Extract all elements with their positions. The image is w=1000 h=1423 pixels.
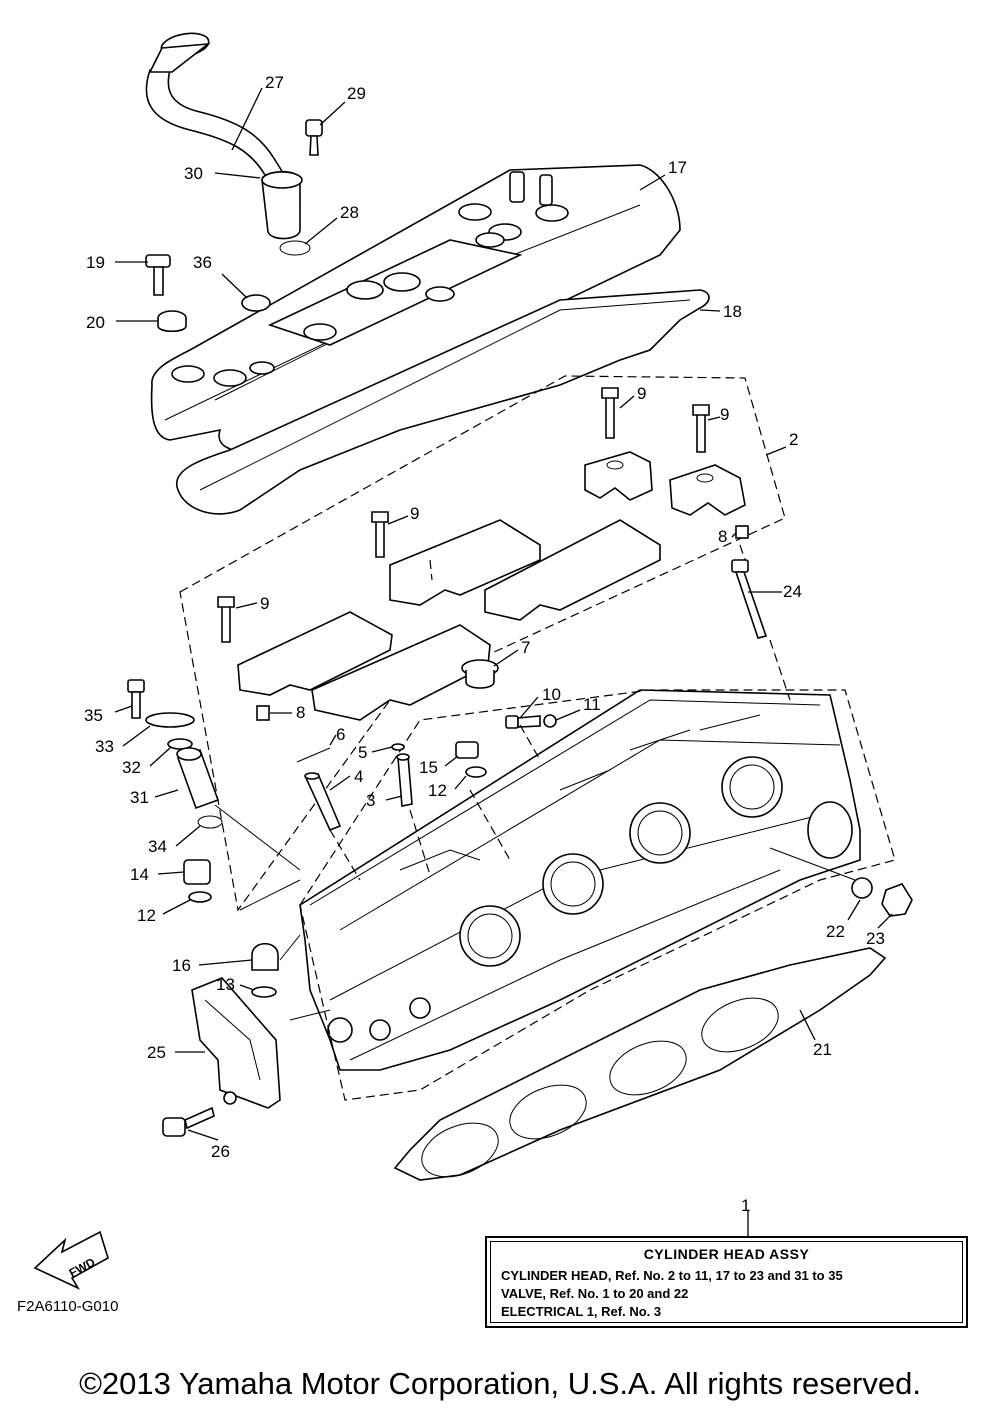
callout-21: 21: [813, 1040, 832, 1059]
nut-15: [455, 741, 479, 759]
bolt-29: [305, 119, 323, 156]
leader-lines: [114, 87, 893, 1236]
o-ring-28: [279, 240, 311, 256]
callout-36: 36: [193, 253, 212, 272]
valve-spring-6: [296, 747, 331, 763]
washer-12b: [188, 891, 212, 903]
callout-26: 26: [211, 1142, 230, 1161]
bolts-9: [217, 387, 710, 643]
gasket-32: [167, 738, 193, 750]
assembly-title: CYLINDER HEAD ASSY: [643, 1246, 810, 1262]
bracket-25: [191, 977, 281, 1109]
callout-20: 20: [86, 313, 105, 332]
callout-4: 4: [354, 767, 363, 786]
bolt-26: [162, 1106, 215, 1137]
assembly-info-inner: CYLINDER HEAD ASSY CYLINDER HEAD, Ref. N…: [490, 1241, 963, 1323]
head-gasket-21: [393, 947, 887, 1181]
callout-9a: 9: [637, 384, 646, 403]
plug-36: [241, 294, 271, 312]
dowel-8a: [735, 525, 749, 539]
callout-23: 23: [866, 929, 885, 948]
callout-16: 16: [172, 956, 191, 975]
breather-hose: [145, 32, 303, 240]
washer-12a: [465, 766, 487, 778]
callout-9c: 9: [410, 504, 419, 523]
callout-32: 32: [122, 758, 141, 777]
valve-guide-3: [396, 753, 413, 807]
callout-31: 31: [130, 788, 149, 807]
bolt-35: [127, 679, 145, 719]
callout-12b: 12: [137, 906, 156, 925]
callout-28: 28: [340, 203, 359, 222]
head-cover-gasket: [175, 289, 710, 515]
assembly-line-valve: VALVE, Ref. No. 1 to 20 and 22: [501, 1286, 689, 1301]
callout-9b: 9: [720, 405, 729, 424]
callout-12a: 12: [428, 781, 447, 800]
callout-10: 10: [542, 685, 561, 704]
assembly-line-electrical: ELECTRICAL 1, Ref. No. 3: [501, 1304, 662, 1319]
bolt-19: [145, 254, 171, 296]
callout-11: 11: [583, 695, 601, 714]
callout-27: 27: [265, 73, 284, 92]
camshaft-cap-right-1: [584, 451, 653, 501]
washer-13: [251, 986, 277, 998]
callout-13: 13: [216, 975, 235, 994]
copyright-notice: ©2013 Yamaha Motor Corporation, U.S.A. A…: [79, 1366, 921, 1401]
dowel-8b: [256, 705, 270, 721]
o-ring-34: [197, 815, 223, 829]
callout-6: 6: [336, 725, 345, 744]
callout-24: 24: [783, 582, 802, 601]
stud-bolt-10: [505, 715, 541, 729]
callout-15: 15: [419, 758, 438, 777]
callout-25: 25: [147, 1043, 166, 1062]
washer-11: [543, 714, 557, 728]
camshaft-cap-middle: [389, 519, 661, 621]
camshaft-cap-right-2: [669, 464, 746, 516]
callout-29: 29: [347, 84, 366, 103]
callout-5: 5: [358, 743, 367, 762]
camshaft-cap-left: [237, 611, 491, 721]
cap-nut-16: [251, 942, 279, 971]
callout-9d: 9: [260, 594, 269, 613]
callout-8b: 8: [296, 703, 305, 722]
callout-33: 33: [95, 737, 114, 756]
callout-7: 7: [521, 638, 530, 657]
callout-30: 30: [184, 164, 203, 183]
callout-35: 35: [84, 706, 103, 725]
callout-3: 3: [366, 791, 375, 810]
callouts: 27 29 30 17 28 19 36 20 18 9 9 2 9 8 24 …: [84, 73, 885, 1215]
cylinder-head-cover: [150, 164, 681, 453]
cylinder-head-outline: [299, 689, 896, 1101]
cylinder-head: [299, 689, 861, 1071]
callout-34: 34: [148, 837, 167, 856]
drawing-code: F2A6110-G010: [17, 1298, 119, 1315]
callout-17: 17: [668, 158, 687, 177]
callout-8a: 8: [718, 527, 727, 546]
assembly-info-box: CYLINDER HEAD ASSY CYLINDER HEAD, Ref. N…: [485, 1236, 968, 1328]
sensor-31: [176, 747, 220, 810]
o-ring-5: [391, 743, 405, 751]
fwd-arrow-icon: FWD: [33, 1230, 109, 1290]
bolt-24: [731, 559, 768, 639]
plug-23: [881, 883, 913, 917]
callout-14: 14: [130, 865, 149, 884]
camshaft-cap-outline: [179, 375, 786, 912]
callout-2: 2: [789, 430, 798, 449]
plate-33: [145, 712, 195, 728]
plug-7: [461, 659, 499, 689]
gasket-22: [851, 877, 873, 899]
callout-1: 1: [741, 1196, 750, 1215]
valve-guide-4: [304, 772, 342, 832]
nut-14: [183, 859, 211, 885]
assembly-line-cylinder-head: CYLINDER HEAD, Ref. No. 2 to 11, 17 to 2…: [501, 1268, 843, 1283]
callout-19: 19: [86, 253, 105, 272]
callout-22: 22: [826, 922, 845, 941]
damper-20: [157, 310, 187, 333]
callout-18: 18: [723, 302, 742, 321]
